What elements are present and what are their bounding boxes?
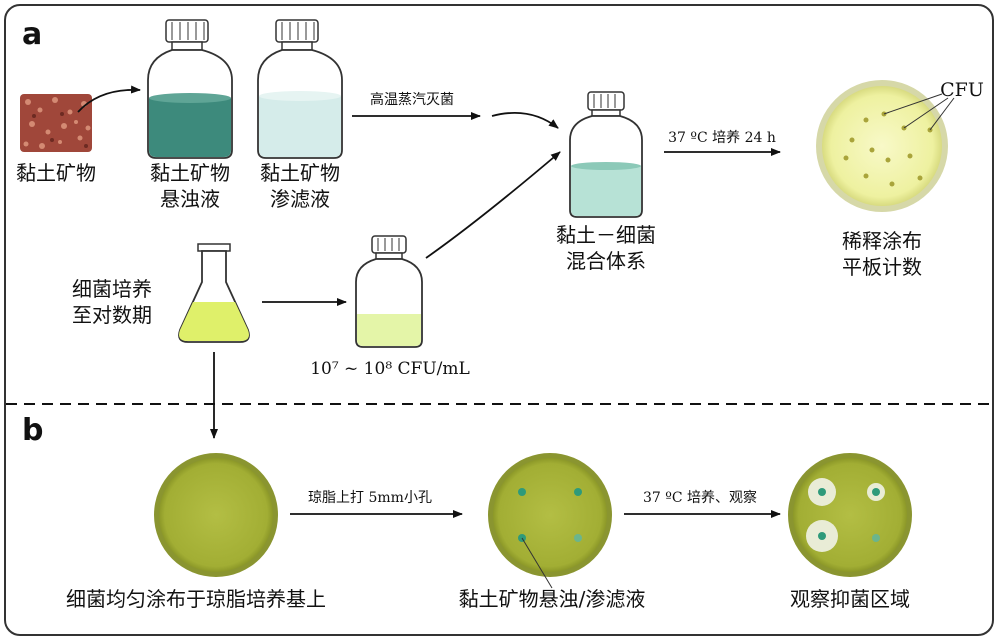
inhibition-dish-icon — [788, 453, 912, 577]
filtrate-label-2: 渗滤液 — [270, 187, 330, 211]
observe-label: 观察抑菌区域 — [790, 587, 910, 611]
mixture-bottle-icon — [569, 91, 643, 218]
bacteria-label-2: 至对数期 — [72, 303, 152, 327]
bacteria-label-1: 细菌培养 — [72, 277, 152, 301]
plate-label-2: 平板计数 — [842, 255, 922, 279]
spread-plate-dish-icon — [154, 453, 278, 577]
cfu-leader-2 — [903, 97, 949, 129]
spread-label: 细菌均匀涂布于琼脂培养基上 — [66, 587, 326, 611]
panel-label-a: a — [22, 17, 42, 52]
cfu-leader-1 — [883, 93, 943, 115]
figure-frame — [4, 4, 994, 636]
arrow-clay-to-suspension — [77, 85, 141, 113]
mix-label-1: 黏土－细菌 — [556, 223, 656, 247]
plate-label-1: 稀释涂布 — [842, 229, 922, 253]
filtrate-bottle-icon — [257, 19, 343, 159]
sterilize-label: 高温蒸汽灭菌 — [370, 91, 454, 108]
mix-label-2: 混合体系 — [566, 249, 646, 273]
incubate-observe-label: 37 ºC 培养、观察 — [643, 489, 757, 506]
punch-label: 琼脂上打 5mm小孔 — [308, 489, 432, 506]
clay-mineral-pile-icon — [20, 94, 92, 152]
arrow-bottle-to-mix — [425, 151, 561, 259]
incubate-label: 37 ºC 培养 24 h — [668, 130, 776, 146]
well-plate-dish-icon — [488, 453, 612, 577]
wells-label: 黏土矿物悬浊/渗滤液 — [459, 587, 646, 611]
bacteria-flask-icon — [178, 243, 250, 343]
filtrate-label-1: 黏土矿物 — [260, 161, 340, 185]
suspension-label-1: 黏土矿物 — [150, 161, 230, 185]
concentration-label: 10⁷ ~ 10⁸ CFU/mL — [310, 359, 470, 379]
plate-count-dish-icon — [816, 80, 948, 212]
suspension-label-2: 悬浊液 — [160, 187, 220, 211]
panel-label-b: b — [22, 413, 43, 448]
cfu-label: CFU — [940, 79, 984, 101]
culture-bottle-icon — [355, 235, 423, 348]
clay-mineral-label: 黏土矿物 — [16, 161, 96, 185]
suspension-bottle-icon — [147, 19, 233, 159]
well-leader — [521, 537, 553, 589]
cfu-leader-3 — [929, 97, 955, 131]
arrow-to-mix-top — [491, 111, 559, 129]
